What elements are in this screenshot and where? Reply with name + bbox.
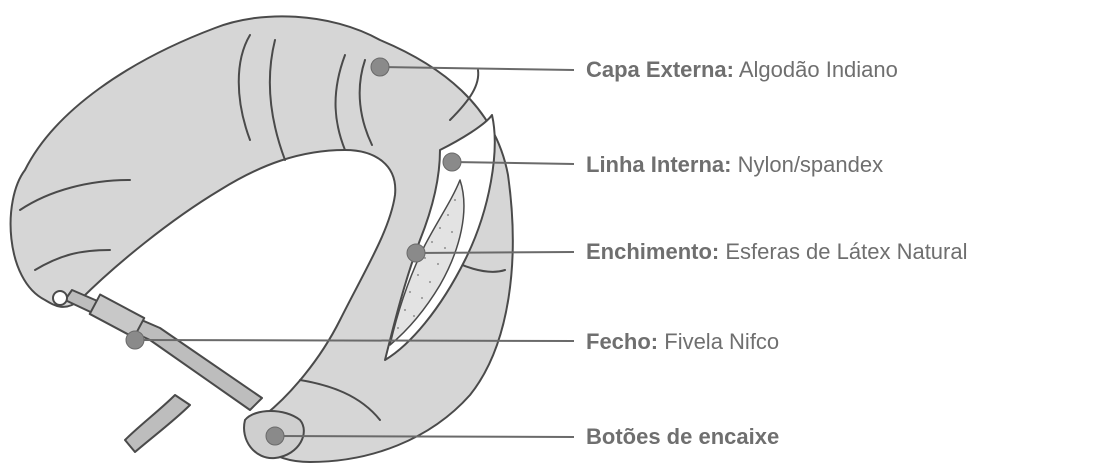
fabric-fold: [268, 39, 286, 161]
callout-term: Botões de encaixe: [586, 424, 780, 449]
callout-term: Enchimento:: [586, 239, 720, 264]
marker-dot: [370, 57, 390, 77]
callout-snap-buttons: Botões de encaixe: [586, 426, 779, 448]
buckle: [88, 293, 146, 339]
fabric-fold: [358, 59, 373, 146]
callout-description: Esferas de Látex Natural: [725, 239, 968, 264]
callout-description: Algodão Indiano: [738, 57, 898, 82]
fabric-fold: [299, 379, 381, 421]
callout-filling: Enchimento: Esferas de Látex Natural: [586, 241, 968, 263]
leader-line: [451, 161, 575, 165]
marker-dot: [442, 152, 462, 172]
marker-dot: [125, 330, 145, 350]
marker-dot: [265, 426, 285, 446]
leader-line: [415, 251, 575, 254]
filling: [389, 179, 465, 346]
strap-tail: [124, 394, 191, 453]
callout-description: Fivela Nifco: [664, 329, 780, 354]
fabric-fold: [449, 69, 480, 121]
fabric-fold: [237, 34, 251, 141]
fabric-fold: [34, 249, 111, 271]
callout-outer-cover: Capa Externa: Algodão Indiano: [586, 59, 898, 81]
callout-closure: Fecho: Fivela Nifco: [586, 331, 779, 353]
leader-line: [274, 435, 575, 438]
callout-inner-lining: Linha Interna: Nylon/spandex: [586, 154, 883, 176]
callout-term: Fecho:: [586, 329, 659, 354]
fabric-fold: [334, 54, 346, 151]
leader-line: [134, 339, 575, 342]
callout-term: Linha Interna:: [586, 152, 732, 177]
leader-line: [379, 66, 575, 71]
fabric-fold: [19, 179, 131, 211]
callout-term: Capa Externa:: [586, 57, 734, 82]
strap-loop: [52, 290, 68, 306]
marker-dot: [406, 243, 426, 263]
callout-description: Nylon/spandex: [737, 152, 884, 177]
